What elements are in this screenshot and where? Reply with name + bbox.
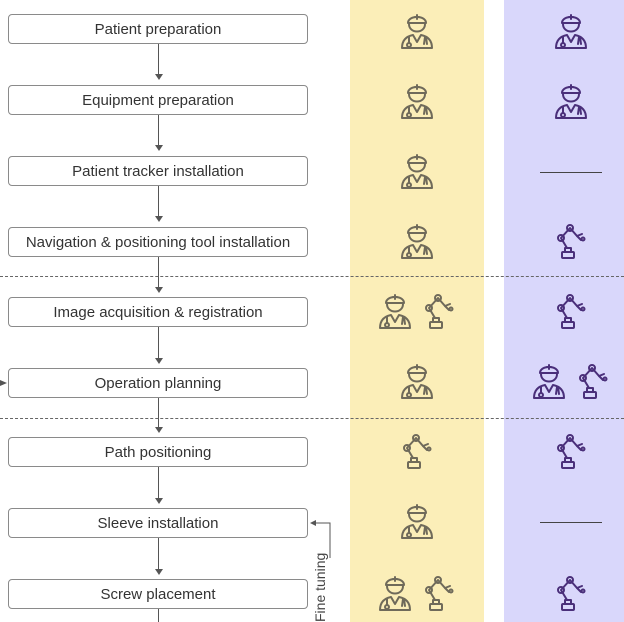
surgeon-icon [377,290,413,330]
arrow-head [155,427,163,433]
robot-arm-icon [553,572,589,612]
step-navigation-tool-installation: Navigation & positioning tool installati… [8,227,308,257]
robot-arm-icon [575,360,611,400]
robot-arm-icon [399,430,435,470]
lane-a [350,0,484,622]
surgeon-icon [399,80,435,120]
incoming-arrow [0,380,7,386]
step-operation-planning: Operation planning [8,368,308,398]
surgeon-icon [399,500,435,540]
arrow-head [155,569,163,575]
connector [158,44,159,74]
arrow-head [155,74,163,80]
robot-arm-icon [553,220,589,260]
phase-divider [0,418,624,419]
empty-dash [540,522,602,523]
connector [158,257,159,287]
connector [158,186,159,216]
surgeon-icon [553,80,589,120]
arrow-head [155,358,163,364]
fine-tuning-connector [310,520,331,558]
step-image-acquisition: Image acquisition & registration [8,297,308,327]
step-screw-placement: Screw placement [8,579,308,609]
step-equipment-preparation: Equipment preparation [8,85,308,115]
surgeon-icon [399,10,435,50]
arrow-head [155,498,163,504]
surgeon-icon [553,10,589,50]
robot-arm-icon [421,290,457,330]
empty-dash [540,172,602,173]
step-patient-preparation: Patient preparation [8,14,308,44]
connector [158,398,159,427]
surgeon-icon [377,572,413,612]
arrow-head [155,216,163,222]
connector [158,538,159,569]
surgeon-icon [399,360,435,400]
arrow-head [155,145,163,151]
phase-divider [0,276,624,277]
surgeon-icon [399,220,435,260]
robot-arm-icon [553,430,589,470]
step-sleeve-installation: Sleeve installation [8,508,308,538]
lane-b [504,0,624,622]
connector [158,327,159,358]
connector [158,609,159,622]
arrow-head [155,287,163,293]
robot-arm-icon [421,572,457,612]
robot-arm-icon [553,290,589,330]
surgeon-icon [531,360,567,400]
fine-tuning-label: Fine tuning [312,552,328,622]
step-path-positioning: Path positioning [8,437,308,467]
surgeon-icon [399,150,435,190]
step-patient-tracker-installation: Patient tracker installation [8,156,308,186]
connector [158,467,159,498]
connector [158,115,159,145]
